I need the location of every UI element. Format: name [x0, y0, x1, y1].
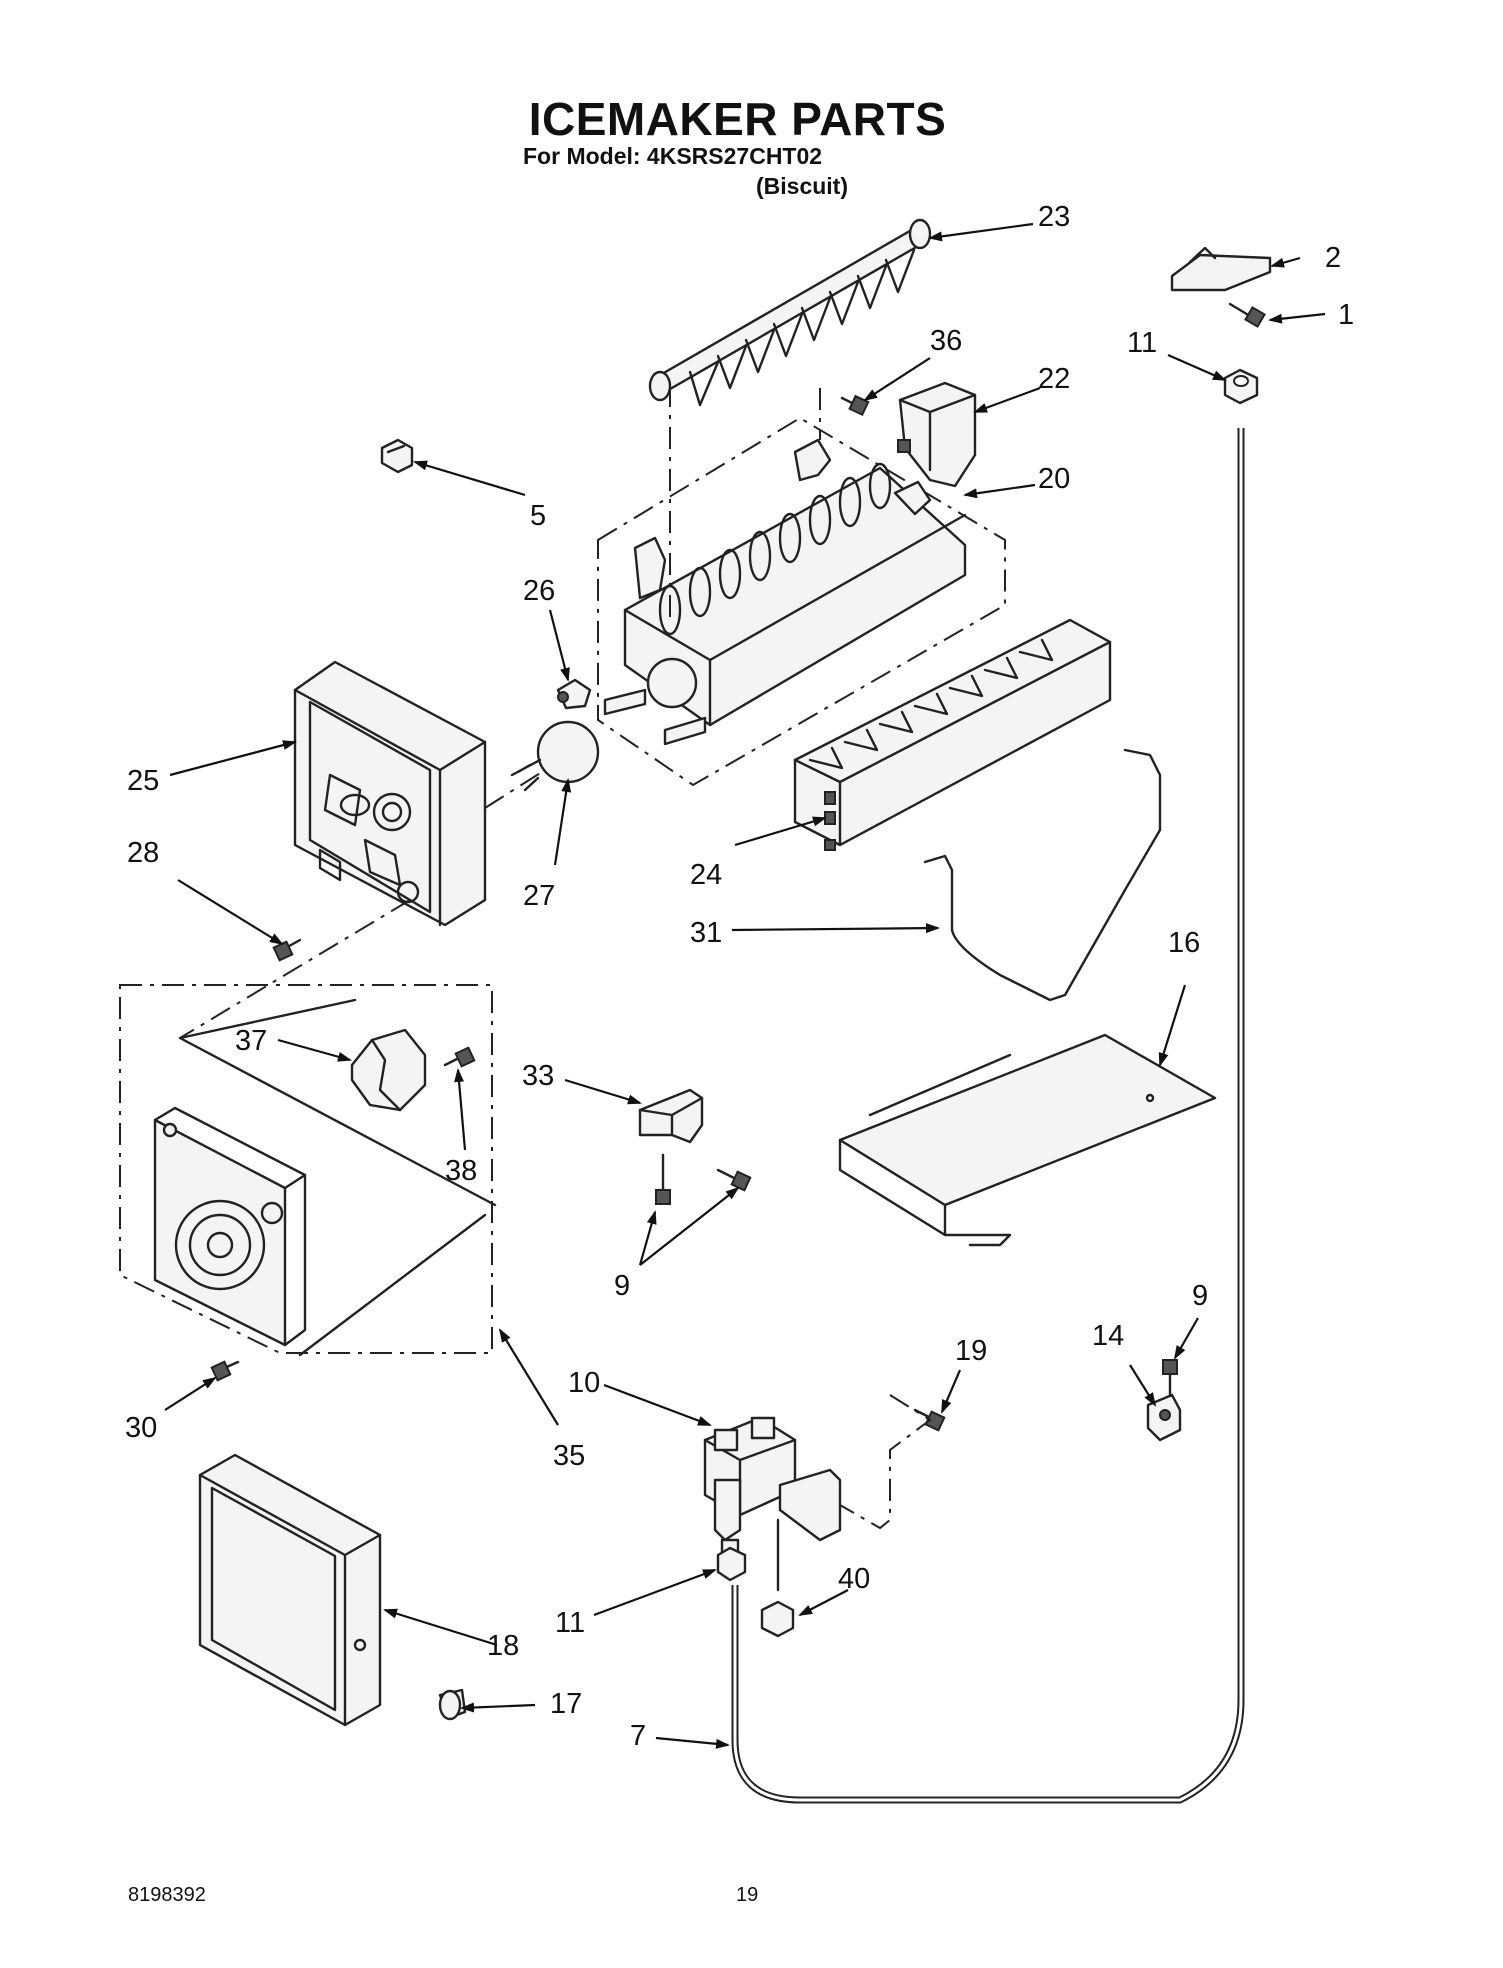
callout-40: 40	[838, 1563, 870, 1595]
callout-19: 19	[955, 1335, 987, 1367]
callout-18: 18	[487, 1630, 519, 1662]
part-2-bracket	[1170, 246, 1272, 292]
part-17-plug	[438, 1688, 467, 1721]
leader-lines	[164, 222, 1326, 1749]
callout-38: 38	[445, 1155, 477, 1187]
part-20-ice-mold	[597, 416, 1006, 787]
callout-25: 25	[127, 765, 159, 797]
callout-22: 22	[1038, 363, 1070, 395]
part-37-motor	[350, 1028, 427, 1112]
part-11-nut-top	[1223, 368, 1259, 405]
callout-1: 1	[1338, 299, 1354, 331]
callout-9-right: 9	[1192, 1280, 1208, 1312]
part-9-screws	[655, 1153, 752, 1205]
part-40-nut	[760, 1518, 795, 1638]
callout-20: 20	[1038, 463, 1070, 495]
callout-26: 26	[523, 575, 555, 607]
document-number: 8198392	[128, 1884, 206, 1906]
assembly-line	[839, 1394, 932, 1530]
callout-17: 17	[550, 1688, 582, 1720]
callout-24: 24	[690, 859, 722, 891]
part-22-fill-cup	[897, 381, 977, 488]
callout-35: 35	[553, 1440, 585, 1472]
part-9-screw-right	[1162, 1359, 1178, 1397]
part-31-shutoff-arm	[923, 748, 1162, 1002]
page-number: 19	[736, 1884, 759, 1906]
callout-11-bottom: 11	[555, 1607, 585, 1639]
callout-30: 30	[125, 1412, 157, 1444]
part-24-stripper	[793, 618, 1112, 851]
model-line: For Model: 4KSRS27CHT02	[523, 143, 823, 169]
callout-28: 28	[127, 837, 159, 869]
part-30-screw	[210, 1360, 240, 1382]
part-18-cover	[198, 1453, 382, 1727]
part-16-cover-plate	[838, 1033, 1217, 1247]
part-23-ejector-bar	[648, 218, 932, 407]
part-10-water-valve	[703, 1416, 842, 1562]
callout-14: 14	[1092, 1320, 1124, 1352]
part-5-clip	[380, 438, 414, 474]
part-33-cover	[638, 1088, 704, 1144]
part-25-module-housing	[293, 660, 487, 927]
part-11-nut-bottom	[716, 1546, 747, 1582]
part-38-screw	[443, 1046, 476, 1068]
part-35-motor-assembly	[119, 984, 497, 1357]
callout-31: 31	[690, 917, 722, 949]
callout-37: 37	[235, 1025, 267, 1057]
callout-labels: 23 2 1 11 36 22 20 5 26 25 28 27 24 31 1…	[125, 201, 1354, 1752]
callout-11-top: 11	[1127, 327, 1157, 359]
assembly-line	[484, 769, 546, 809]
callout-27: 27	[523, 880, 555, 912]
callout-7: 7	[630, 1720, 646, 1752]
callout-23: 23	[1038, 201, 1070, 233]
part-28-screw	[272, 938, 302, 962]
part-36-screw	[840, 394, 870, 417]
part-26-clip	[556, 678, 592, 710]
variant-label: (Biscuit)	[756, 173, 848, 199]
callout-33: 33	[522, 1060, 554, 1092]
part-27-thermostat	[510, 720, 600, 792]
callout-9-left: 9	[614, 1270, 630, 1302]
part-7-water-tube	[731, 428, 1245, 1804]
callout-16: 16	[1168, 927, 1200, 959]
callout-10: 10	[568, 1367, 600, 1399]
callout-36: 36	[930, 325, 962, 357]
callout-2: 2	[1325, 242, 1341, 274]
page-title: ICEMAKER PARTS	[528, 93, 947, 145]
part-1-screw	[1228, 302, 1266, 328]
callout-5: 5	[530, 500, 546, 532]
assembly-line	[179, 899, 411, 1039]
